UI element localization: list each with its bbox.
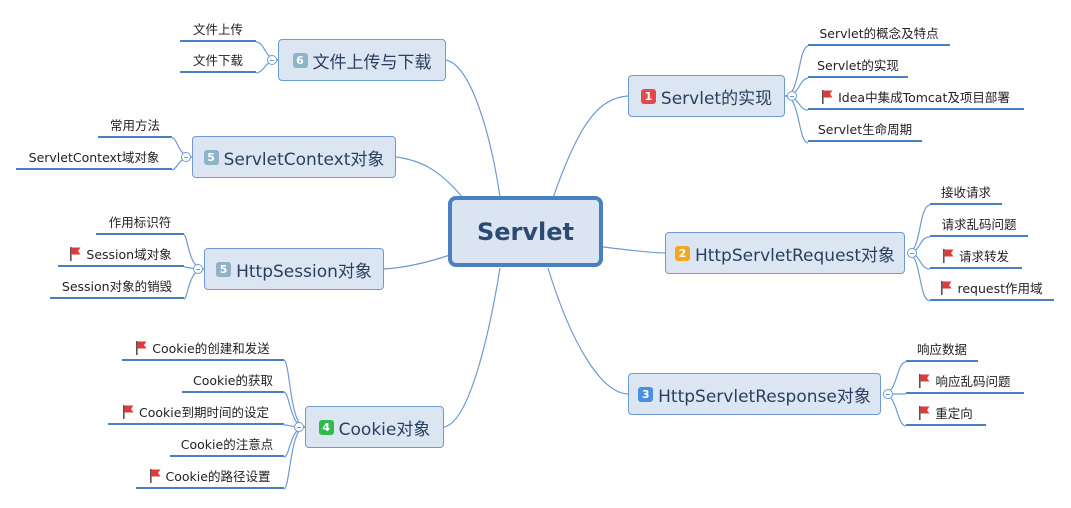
flag-icon [919,374,930,388]
priority-6-badge: 6 [292,52,308,68]
leaf-request-scope[interactable]: request作用域 [930,279,1054,301]
topic-httpsession[interactable]: 5 HttpSession对象 [204,248,384,290]
topic-servletcontext[interactable]: 5 ServletContext对象 [192,136,396,178]
leaf-session-identifier[interactable]: 作用标识符 [96,213,184,235]
priority-4-badge: 4 [318,419,334,435]
flag-icon [136,341,147,355]
leaf-receive-request[interactable]: 接收请求 [930,183,1002,205]
leaf-file-upload[interactable]: 文件上传 [180,20,256,42]
leaf-servlet-impl[interactable]: Servlet的实现 [808,56,908,78]
topic-httpservletrequest[interactable]: 2 HttpServletRequest对象 [665,232,905,274]
connector-b5a [383,254,451,270]
leaf-response-encoding[interactable]: 响应乱码问题 [906,372,1024,394]
flag-icon [149,469,161,483]
topic-cookie[interactable]: 4 Cookie对象 [305,406,444,448]
collapse-toggle[interactable] [267,55,277,65]
leaf-cookie-get[interactable]: Cookie的获取 [182,371,284,393]
flag-icon [942,249,954,263]
leaf-cookie-path[interactable]: Cookie的路径设置 [136,467,284,489]
leaf-request-encoding[interactable]: 请求乱码问题 [930,215,1028,237]
collapse-toggle[interactable] [883,389,893,399]
leaf-idea-tomcat[interactable]: Idea中集成Tomcat及项目部署 [808,88,1024,110]
leaf-response-data[interactable]: 响应数据 [906,340,978,362]
collapse-toggle[interactable] [193,264,203,274]
collapse-toggle[interactable] [907,248,917,258]
topic-label: 文件上传与下载 [312,52,432,73]
priority-5-badge: 5 [216,261,232,277]
topic-label: HttpServletResponse对象 [658,386,871,407]
connector-b1 [552,95,629,199]
topic-label: Servlet的实现 [660,88,773,109]
priority-2-badge: 2 [674,245,690,261]
connector-b3 [547,267,629,395]
collapse-toggle[interactable] [181,152,191,162]
leaf-request-forward[interactable]: 请求转发 [930,247,1022,269]
collapse-toggle[interactable] [787,91,797,101]
leaf-servlet-lifecycle[interactable]: Servlet生命周期 [808,120,922,142]
flag-icon [919,406,930,420]
leaf-session-scope[interactable]: Session域对象 [58,245,184,267]
flag-icon [941,281,952,295]
priority-5-badge: 5 [203,149,219,165]
connector-b2 [602,246,666,254]
connector-b6 [445,59,501,198]
topic-label: HttpSession对象 [236,261,372,282]
collapse-toggle[interactable] [294,422,304,432]
leaf-redirect[interactable]: 重定向 [906,404,986,426]
flag-icon [70,247,81,261]
leaf-file-download[interactable]: 文件下载 [180,51,256,73]
leaf-cookie-create[interactable]: Cookie的创建和发送 [122,339,284,361]
leaf-cookie-notes[interactable]: Cookie的注意点 [170,435,284,457]
flag-icon [123,405,134,419]
topic-label: HttpServletRequest对象 [694,245,896,266]
priority-1-badge: 1 [640,88,656,104]
connector-b4 [443,267,501,428]
leaf-servlet-concept[interactable]: Servlet的概念及特点 [808,24,950,46]
topic-servlet-implementation[interactable]: 1 Servlet的实现 [628,75,785,117]
topic-label: Cookie对象 [338,419,431,440]
leaf-common-methods[interactable]: 常用方法 [98,116,172,138]
priority-3-badge: 3 [638,386,654,402]
leaf-session-destroy[interactable]: Session对象的销毁 [50,277,184,299]
topic-label: ServletContext对象 [223,149,385,170]
central-topic[interactable]: Servlet [448,196,603,267]
topic-file-upload-download[interactable]: 6 文件上传与下载 [278,39,446,81]
leaf-cookie-expiry[interactable]: Cookie到期时间的设定 [108,403,284,425]
topic-httpservletresponse[interactable]: 3 HttpServletResponse对象 [628,373,881,415]
connector-b5b [395,156,463,198]
leaf-context-scope[interactable]: ServletContext域对象 [16,148,172,170]
flag-icon [822,90,833,104]
